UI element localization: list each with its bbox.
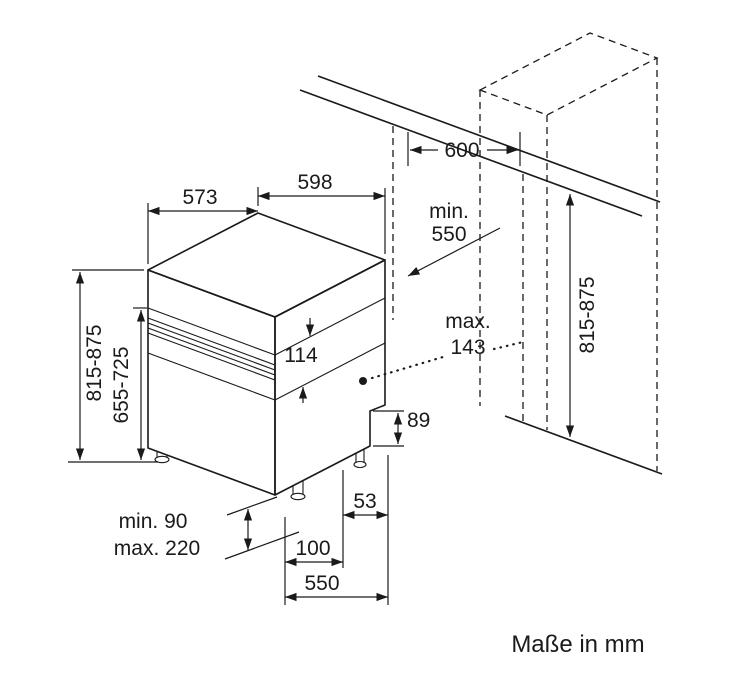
dim-label-598: 598 [297, 171, 332, 194]
dim-label-600: 600 [444, 139, 479, 162]
dim-label-niche-depth-550: 550 [431, 223, 466, 246]
dim-label-114: 114 [284, 344, 318, 367]
worktop [299, 75, 661, 217]
dim-body-depth: 550 [285, 572, 388, 602]
dim-front-foot-offset: 100 [284, 517, 343, 605]
dim-label-100: 100 [295, 537, 330, 560]
door-pivot-dot [359, 377, 367, 385]
dim-label-53: 53 [353, 490, 376, 513]
dim-appliance-height: 815-875 [68, 269, 158, 463]
dim-top-depth: 573 [147, 186, 259, 264]
dim-label-89: 89 [407, 409, 430, 432]
dim-label-plinth-max: max. 220 [114, 537, 200, 560]
dim-label-plinth-min: min. 90 [119, 510, 188, 533]
top-face [147, 212, 386, 318]
dim-label-door-projection-max: max. [445, 310, 491, 333]
control-panel-strip [147, 307, 276, 401]
niche-dashed-box [392, 32, 659, 471]
side-face [274, 259, 386, 496]
dim-niche-width: 600 [407, 132, 521, 166]
floor-line [504, 415, 663, 475]
dim-rear-foot-offset: 53 [342, 455, 389, 605]
dim-door-height: 655-725 [110, 307, 147, 460]
dim-plinth-height: min. 90 max. 220 [114, 496, 300, 560]
dim-label-door-height: 655-725 [110, 346, 133, 423]
dim-panel-height: 114 [284, 318, 318, 403]
side-panel-lines [274, 297, 386, 401]
dim-label-niche-depth-min: min. [429, 200, 469, 223]
dim-rear-clearance: 89 [373, 409, 430, 447]
dim-niche-depth: min. 550 [407, 200, 501, 277]
dim-label-550: 550 [304, 572, 339, 595]
dim-top-width: 598 [258, 171, 386, 254]
dim-door-projection: max. 143 [370, 310, 525, 380]
dim-label-niche-height: 815-875 [576, 276, 599, 353]
appliance-feet [154, 449, 367, 501]
dim-label-573: 573 [182, 186, 217, 209]
units-note: Maße in mm [511, 631, 644, 658]
dishwasher-body [147, 212, 386, 501]
dim-label-door-projection-143: 143 [450, 336, 485, 359]
dim-niche-height: 815-875 [565, 194, 599, 437]
dim-label-appliance-height: 815-875 [83, 324, 106, 401]
